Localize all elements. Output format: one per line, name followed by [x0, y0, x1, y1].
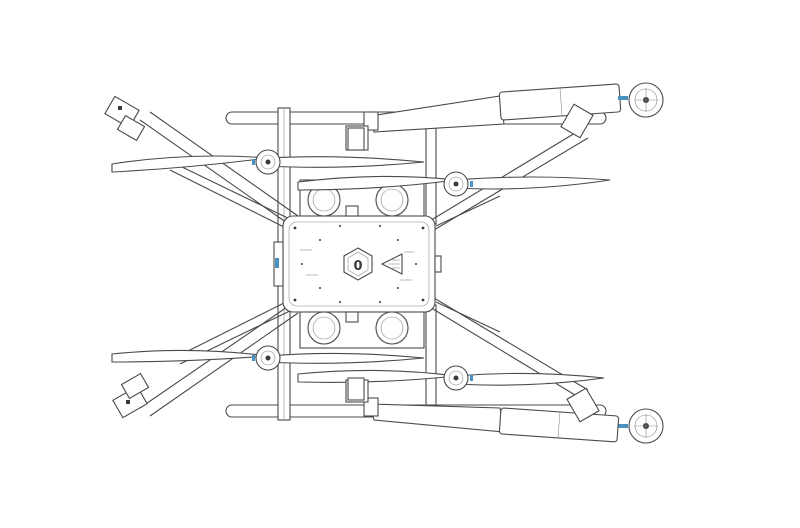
motor-lower-left: [252, 345, 281, 371]
wheel-icon: [618, 82, 664, 444]
direction-arrow-icon: [380, 253, 403, 275]
motor-upper-right: [443, 171, 473, 197]
lower-left-bracket: [112, 372, 150, 419]
hub-hexagon: 0: [343, 247, 373, 281]
propeller-blades: [111, 155, 611, 386]
upper-right-wheel: [618, 82, 664, 118]
lower-right-wheel: [618, 408, 664, 444]
mid-connectors: [345, 127, 365, 401]
upper-left-bracket: [104, 95, 146, 142]
motor-upper-left: [252, 149, 281, 175]
upper-right-arm: [345, 83, 622, 151]
left-connector: [273, 241, 284, 287]
hub-label: 0: [353, 259, 362, 274]
lower-pods: [299, 311, 425, 349]
lower-right-arm: [345, 379, 620, 443]
motor-lower-right: [443, 365, 473, 391]
motor-icon: [252, 149, 473, 391]
right-connector: [434, 255, 442, 273]
